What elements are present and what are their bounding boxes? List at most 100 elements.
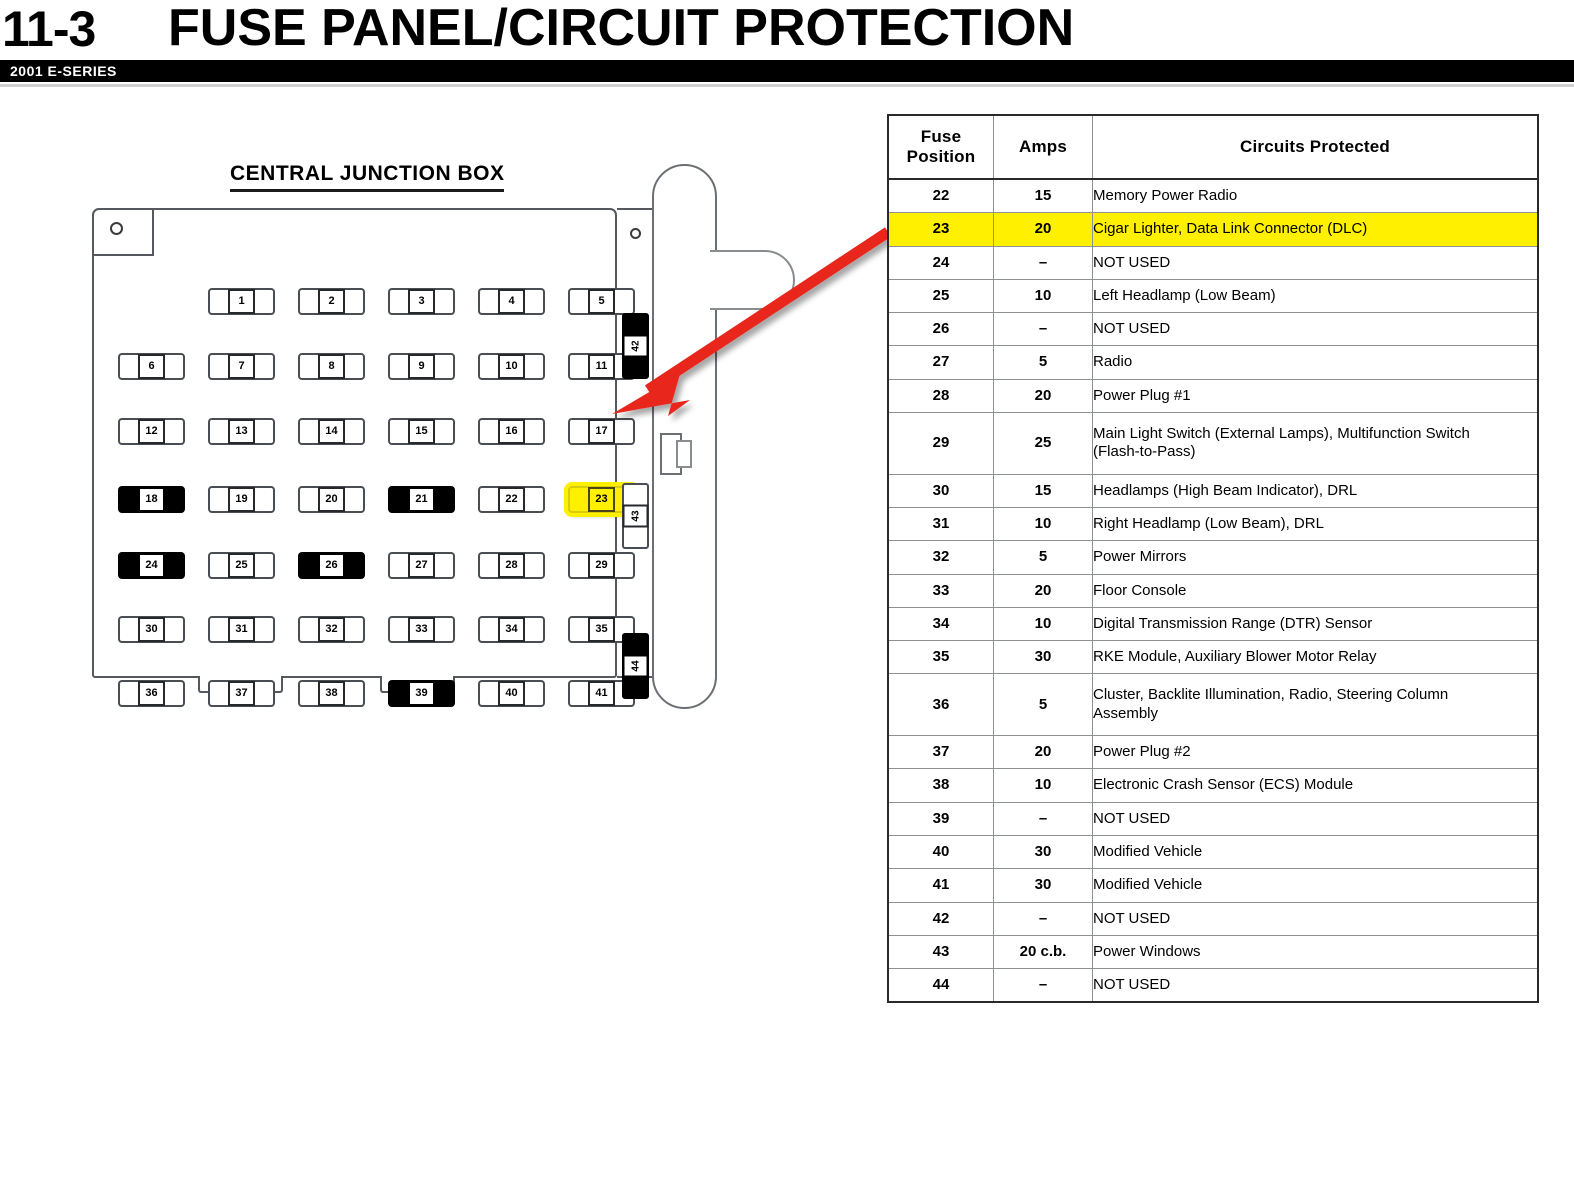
cell-circuits-protected: NOT USED	[1092, 901, 1539, 936]
fuse-slot-1[interactable]: 1	[208, 288, 275, 315]
fuse-slot-20[interactable]: 20	[298, 486, 365, 513]
cell-circuits-protected: Modified Vehicle	[1092, 834, 1539, 870]
fuse-slot-27[interactable]: 27	[388, 552, 455, 579]
amps-value: 20	[1034, 220, 1052, 238]
amps-value: 10	[1034, 614, 1052, 632]
circuits-protected-value: RKE Module, Auxiliary Blower Motor Relay	[1093, 648, 1377, 666]
fuse-slot-12[interactable]: 12	[118, 418, 185, 445]
cell-amps: 30	[993, 834, 1093, 870]
fuse-number-label: 30	[138, 617, 165, 642]
fuse-slot-28[interactable]: 28	[478, 552, 545, 579]
fuse-number-label: 23	[588, 487, 615, 512]
circuits-protected-value: Modified Vehicle	[1093, 876, 1203, 894]
cell-fuse-position: 39	[887, 801, 994, 836]
fuse-number-label: 9	[408, 354, 435, 379]
table-row: 44–NOT USED	[887, 968, 1539, 1003]
fuse-slot-18[interactable]: 18	[118, 486, 185, 513]
fuse-slot-6[interactable]: 6	[118, 353, 185, 380]
cell-amps: 10	[993, 606, 1093, 642]
fuse-position-value: 42	[932, 909, 950, 927]
fuse-slot-33[interactable]: 33	[388, 616, 455, 643]
fuse-position-value: 43	[932, 942, 950, 960]
cell-circuits-protected: Power Mirrors	[1092, 540, 1539, 575]
fuse-number-label: 36	[138, 681, 165, 706]
fuse-slot-43[interactable]: 43	[622, 483, 649, 549]
column-header-circuits: Circuits Protected	[1092, 114, 1539, 180]
fuse-number-label: 42	[622, 334, 649, 358]
fuse-slot-25[interactable]: 25	[208, 552, 275, 579]
fuse-slot-34[interactable]: 34	[478, 616, 545, 643]
cell-fuse-position: 38	[887, 768, 994, 803]
cell-fuse-position: 40	[887, 834, 994, 870]
cell-fuse-position: 25	[887, 278, 994, 314]
fuse-slot-10[interactable]: 10	[478, 353, 545, 380]
fuse-slot-16[interactable]: 16	[478, 418, 545, 445]
fuse-slot-9[interactable]: 9	[388, 353, 455, 380]
cell-amps: –	[993, 312, 1093, 347]
fuse-number-label: 39	[408, 681, 435, 706]
fuse-slot-38[interactable]: 38	[298, 680, 365, 707]
amps-value: 5	[1038, 695, 1048, 713]
circuits-protected-value: NOT USED	[1093, 909, 1171, 927]
fuse-slot-4[interactable]: 4	[478, 288, 545, 315]
fuse-slot-24[interactable]: 24	[118, 552, 185, 579]
fuse-slot-22[interactable]: 22	[478, 486, 545, 513]
fuse-slot-14[interactable]: 14	[298, 418, 365, 445]
cell-circuits-protected: Floor Console	[1092, 573, 1539, 608]
cell-fuse-position: 44	[887, 968, 994, 1003]
fuse-slot-5[interactable]: 5	[568, 288, 635, 315]
cell-amps: 20	[993, 573, 1093, 608]
fuse-slot-7[interactable]: 7	[208, 353, 275, 380]
col-header-line1: Fuse	[920, 127, 962, 146]
circuits-protected-value: Modified Vehicle	[1093, 842, 1203, 860]
fuse-slot-29[interactable]: 29	[568, 552, 635, 579]
fuse-slot-32[interactable]: 32	[298, 616, 365, 643]
fuse-slot-30[interactable]: 30	[118, 616, 185, 643]
fuse-slot-3[interactable]: 3	[388, 288, 455, 315]
fuse-slot-26[interactable]: 26	[298, 552, 365, 579]
fuse-slot-13[interactable]: 13	[208, 418, 275, 445]
circuits-protected-value: Digital Transmission Range (DTR) Sensor	[1093, 614, 1373, 632]
fuse-slot-44[interactable]: 44	[622, 633, 649, 699]
fuse-slot-8[interactable]: 8	[298, 353, 365, 380]
fuse-number-label: 26	[318, 553, 345, 578]
fuse-slot-19[interactable]: 19	[208, 486, 275, 513]
cell-fuse-position: 35	[887, 640, 994, 675]
fuse-slot-42[interactable]: 42	[622, 313, 649, 379]
cell-fuse-position: 24	[887, 245, 994, 280]
fuse-number-label: 14	[318, 419, 345, 444]
fuse-slot-40[interactable]: 40	[478, 680, 545, 707]
cell-amps: 5	[993, 540, 1093, 575]
amps-value: 20	[1034, 743, 1052, 761]
fuse-number-label: 17	[588, 419, 615, 444]
fuse-slot-41[interactable]: 41	[568, 680, 635, 707]
circuits-protected-value: NOT USED	[1093, 809, 1171, 827]
cell-circuits-protected: Left Headlamp (Low Beam)	[1092, 278, 1539, 314]
cell-amps: 25	[993, 412, 1093, 475]
circuits-protected-value: Memory Power Radio	[1093, 187, 1238, 204]
amps-value: 10	[1034, 286, 1052, 304]
fuse-slot-31[interactable]: 31	[208, 616, 275, 643]
circuits-protected-value: Right Headlamp (Low Beam), DRL	[1093, 514, 1324, 532]
fuse-number-label: 3	[408, 289, 435, 314]
fuse-slot-15[interactable]: 15	[388, 418, 455, 445]
fuse-position-value: 31	[932, 514, 950, 532]
fuse-slot-36[interactable]: 36	[118, 680, 185, 707]
fuse-slot-37[interactable]: 37	[208, 680, 275, 707]
cell-amps: 30	[993, 640, 1093, 675]
amps-value: 25	[1034, 434, 1052, 452]
fuse-slot-2[interactable]: 2	[298, 288, 365, 315]
fuse-slot-39[interactable]: 39	[388, 680, 455, 707]
table-header-row: Fuse Position Amps Circuits Protected	[887, 114, 1539, 180]
circuits-protected-value: Cluster, Backlite Illumination, Radio, S…	[1093, 686, 1449, 722]
table-header: Fuse Position Amps Circuits Protected	[887, 114, 1539, 180]
fuse-slot-17[interactable]: 17	[568, 418, 635, 445]
table-row: 24–NOT USED	[887, 245, 1539, 280]
cell-circuits-protected: Main Light Switch (External Lamps), Mult…	[1092, 412, 1539, 475]
fuse-position-value: 34	[932, 614, 950, 632]
fuse-slot-21[interactable]: 21	[388, 486, 455, 513]
fuse-number-label: 16	[498, 419, 525, 444]
amps-value: 10	[1034, 514, 1052, 532]
